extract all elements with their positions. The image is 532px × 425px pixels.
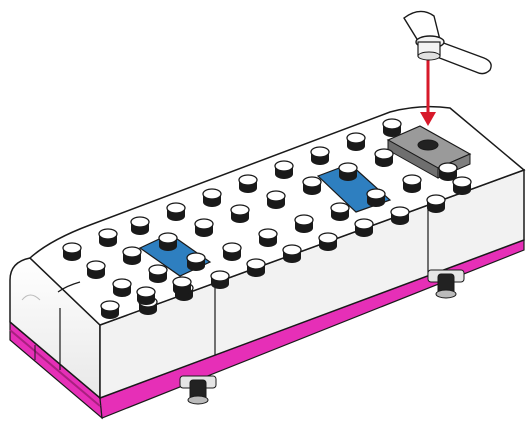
stud [113,279,131,297]
stud [267,191,285,209]
stud [347,133,365,151]
stud [63,243,81,261]
stud [211,271,229,289]
stud [239,175,257,193]
stud [167,203,185,221]
stud [339,163,357,181]
stud [319,233,337,251]
stud [231,205,249,223]
stud [87,261,105,279]
stud [123,247,141,265]
stud [195,219,213,237]
arrow-down-icon [420,60,436,126]
stud [295,215,313,233]
stud [203,189,221,207]
stud [187,253,205,271]
stud [247,259,265,277]
stud [453,177,471,195]
stud [173,277,191,295]
stud [375,149,393,167]
stud [137,287,155,305]
stud [427,195,445,213]
stud [383,119,401,137]
black-clip-left [180,376,216,404]
stud [391,207,409,225]
stud [367,189,385,207]
stud [149,265,167,283]
stud [439,163,457,181]
stud [101,301,119,319]
stud [403,175,421,193]
stud [223,243,241,261]
stud [99,229,117,247]
stud [303,177,321,195]
stud [355,219,373,237]
white-propeller-piece [404,11,491,73]
stud [275,161,293,179]
stud [259,229,277,247]
stud [283,245,301,263]
stud [131,217,149,235]
stud [159,233,177,251]
stud [331,203,349,221]
stud [311,147,329,165]
